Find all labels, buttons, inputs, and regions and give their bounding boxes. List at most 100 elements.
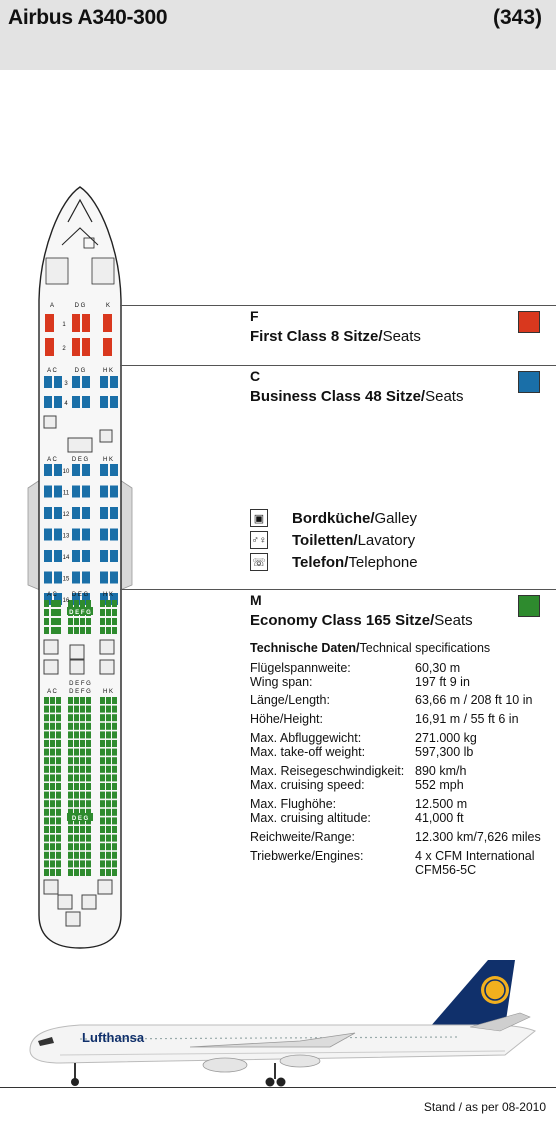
row-number: 15 bbox=[63, 577, 70, 583]
business-seat bbox=[72, 376, 80, 388]
column-header-center: D G bbox=[75, 368, 86, 374]
economy-seat bbox=[112, 774, 117, 782]
economy-seat bbox=[106, 705, 111, 713]
first-class-rule bbox=[120, 305, 556, 306]
economy-seat bbox=[112, 783, 117, 790]
aircraft-side-view: Lufthansa bbox=[29, 960, 536, 1087]
economy-seat bbox=[50, 731, 55, 739]
economy-seat bbox=[50, 697, 55, 704]
economy-seat bbox=[56, 851, 61, 859]
column-header-center: D G bbox=[75, 303, 86, 309]
economy-seat bbox=[80, 791, 85, 799]
economy-seat bbox=[56, 791, 61, 799]
economy-seat bbox=[106, 783, 111, 790]
column-header-right: H K bbox=[103, 368, 113, 374]
economy-seat bbox=[100, 783, 105, 790]
economy-label-box bbox=[67, 813, 93, 821]
economy-seat bbox=[86, 783, 91, 790]
business-seat bbox=[100, 396, 108, 408]
economy-seat bbox=[68, 618, 73, 625]
economy-seat bbox=[74, 618, 79, 625]
spec-value: 41,000 ft bbox=[415, 811, 464, 825]
column-header-left: A C bbox=[47, 368, 57, 374]
business-seat bbox=[54, 396, 62, 408]
economy-seat bbox=[50, 808, 55, 816]
economy-seat bbox=[106, 869, 111, 876]
economy-seat bbox=[106, 808, 111, 816]
first-class-seat bbox=[45, 338, 54, 356]
economy-seat bbox=[86, 834, 91, 842]
economy-seat bbox=[112, 834, 117, 842]
economy-seat bbox=[51, 627, 56, 634]
economy-seat bbox=[51, 600, 56, 607]
economy-seat bbox=[112, 722, 117, 730]
column-header-left: A bbox=[50, 303, 54, 309]
economy-seat bbox=[50, 826, 55, 833]
economy-seat bbox=[74, 731, 79, 739]
economy-seat bbox=[86, 722, 91, 730]
economy-seat bbox=[68, 740, 73, 747]
economy-seat bbox=[68, 860, 73, 868]
economy-seat bbox=[56, 722, 61, 730]
lavatory-block bbox=[91, 257, 115, 285]
economy-seat bbox=[80, 851, 85, 859]
row-number: 3 bbox=[64, 381, 68, 387]
economy-seat bbox=[80, 731, 85, 739]
economy-seat bbox=[80, 705, 85, 713]
business-seat bbox=[54, 593, 62, 605]
economy-seat bbox=[68, 697, 73, 704]
first-class-name: First Class 8 Sitze/Seats bbox=[250, 328, 421, 345]
economy-seat bbox=[112, 791, 117, 799]
economy-seat bbox=[44, 757, 49, 765]
economy-class-rule bbox=[120, 589, 556, 590]
economy-seat bbox=[44, 851, 49, 859]
economy-seat bbox=[100, 609, 105, 616]
galley-icon: ▣ bbox=[250, 509, 268, 527]
first-class-seat bbox=[72, 338, 80, 356]
economy-seat bbox=[50, 851, 55, 859]
economy-seat bbox=[56, 860, 61, 868]
galley-block bbox=[43, 659, 59, 675]
business-seat bbox=[82, 593, 90, 605]
column-header-center: D E G bbox=[72, 457, 89, 463]
business-seat bbox=[82, 507, 90, 519]
spec-value: 597,300 lb bbox=[415, 745, 474, 759]
business-seat bbox=[82, 464, 90, 476]
economy-seat bbox=[68, 765, 73, 773]
spec-label: Triebwerke/Engines: bbox=[250, 849, 364, 863]
economy-seat bbox=[112, 627, 117, 634]
row-number: 1 bbox=[62, 322, 66, 328]
economy-seat bbox=[44, 834, 49, 842]
aircraft-title: Airbus A340-300 bbox=[8, 6, 168, 29]
economy-seat bbox=[50, 722, 55, 730]
business-seat bbox=[44, 464, 52, 476]
business-seat bbox=[100, 464, 108, 476]
economy-seat bbox=[44, 618, 49, 625]
economy-seat bbox=[106, 817, 111, 825]
economy-seat bbox=[106, 791, 111, 799]
economy-seat bbox=[106, 600, 111, 607]
column-header-right: H K bbox=[103, 457, 113, 463]
economy-seat bbox=[50, 843, 55, 851]
economy-seat bbox=[68, 600, 73, 607]
economy-seat bbox=[44, 600, 49, 607]
economy-seat bbox=[106, 826, 111, 833]
economy-class-letter: M bbox=[250, 592, 262, 608]
spec-label: Max. cruising speed: bbox=[250, 778, 365, 792]
economy-seat bbox=[50, 774, 55, 782]
business-seat bbox=[110, 396, 118, 408]
economy-seat bbox=[74, 826, 79, 833]
first-class-letter: F bbox=[250, 308, 259, 324]
ground-line bbox=[0, 1087, 556, 1088]
spec-label: Max. take-off weight: bbox=[250, 745, 366, 759]
economy-seat bbox=[50, 800, 55, 808]
economy-class-swatch bbox=[518, 595, 540, 617]
economy-seat bbox=[56, 609, 61, 616]
economy-seat bbox=[44, 705, 49, 713]
lavatory-icon: ♂♀ bbox=[250, 531, 268, 549]
business-class-swatch bbox=[518, 371, 540, 393]
economy-seat bbox=[106, 722, 111, 730]
economy-seat bbox=[86, 705, 91, 713]
economy-seat bbox=[112, 757, 117, 765]
economy-seat bbox=[86, 757, 91, 765]
